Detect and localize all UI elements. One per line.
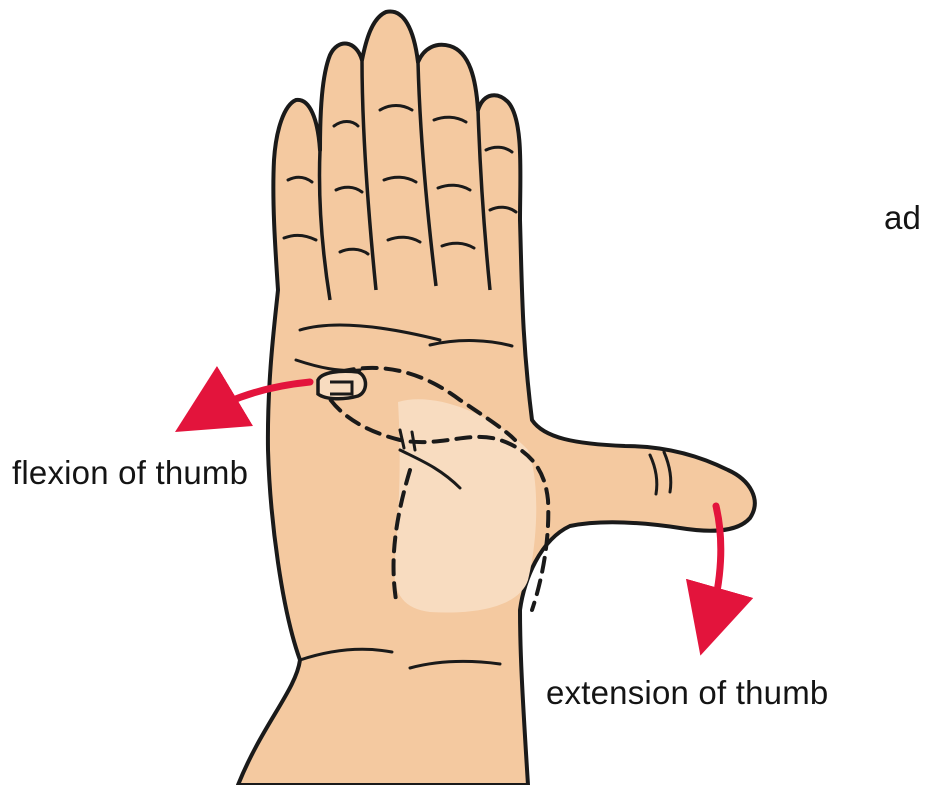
- hand-icon: [238, 12, 755, 785]
- hand-outline: [238, 12, 755, 785]
- flexion-label: flexion of thumb: [12, 456, 248, 489]
- extension-label: extension of thumb: [546, 676, 828, 709]
- partial-label: ad: [884, 201, 921, 234]
- thumb-tip: [318, 371, 366, 399]
